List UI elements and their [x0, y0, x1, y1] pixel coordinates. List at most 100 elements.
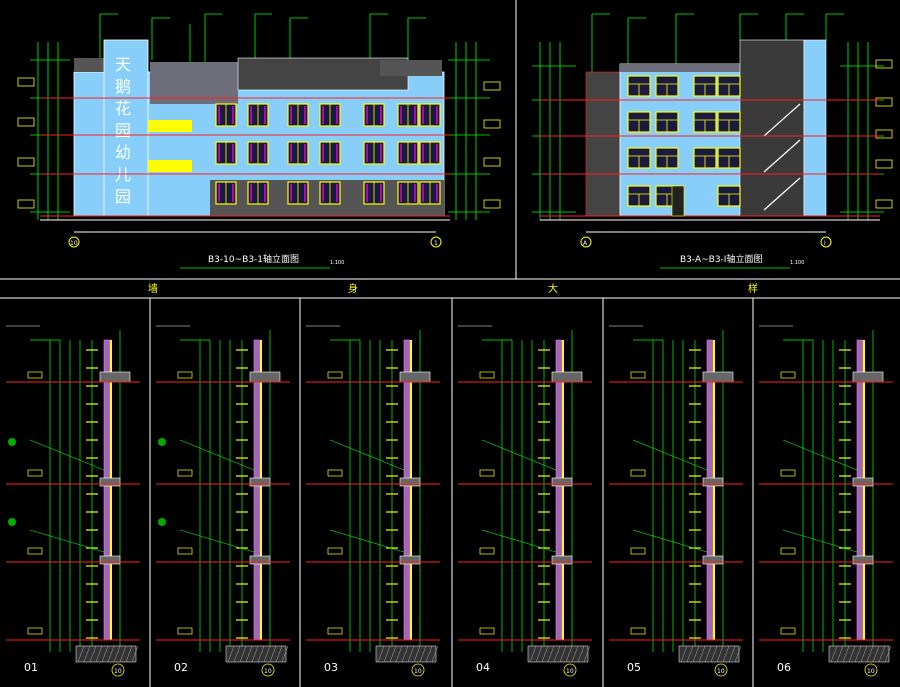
hatch	[395, 645, 403, 663]
hatch	[854, 645, 862, 663]
floor-slab	[852, 555, 874, 565]
title-char-4: 样	[748, 282, 758, 295]
wall-finish	[110, 340, 112, 640]
hatch	[113, 645, 121, 663]
hatch	[119, 645, 127, 663]
hatch	[728, 645, 736, 663]
leader	[29, 439, 105, 471]
elevation-1-sign-tower	[103, 39, 149, 217]
leader	[481, 529, 557, 553]
hatch	[89, 645, 97, 663]
hatch	[101, 645, 109, 663]
floor-slab	[702, 555, 724, 565]
roof-slab	[249, 371, 281, 383]
leader	[632, 529, 708, 553]
level-tag	[479, 547, 495, 555]
elevation-2-axis-right: I	[824, 240, 826, 247]
hatch	[884, 645, 892, 663]
sign-char-3: 花	[115, 99, 131, 118]
hatch	[866, 645, 874, 663]
level-tag	[27, 547, 43, 555]
hatch	[535, 645, 543, 663]
hatch	[419, 645, 427, 663]
hatch	[716, 645, 724, 663]
level-tag	[630, 547, 646, 555]
floor-slab	[551, 477, 573, 487]
hatch	[583, 645, 591, 663]
hatch	[77, 645, 85, 663]
hatch	[257, 645, 265, 663]
wall-detail-title: 墙 身 大 样	[148, 282, 758, 295]
elevation-1-brick-block	[237, 57, 409, 91]
roof-slab	[852, 371, 884, 383]
hatch	[692, 645, 700, 663]
hatch	[571, 645, 579, 663]
elevation-1-floor-lines	[40, 97, 450, 217]
hatch	[704, 645, 712, 663]
level-tag	[177, 627, 193, 635]
elevation-2-left-wing	[585, 71, 621, 217]
hatch	[842, 645, 850, 663]
hatch	[413, 645, 421, 663]
elevation-1-left-dimensions	[30, 42, 70, 220]
hatch	[872, 645, 880, 663]
hatch	[107, 645, 115, 663]
hatch	[431, 645, 439, 663]
wall-finish	[863, 340, 865, 640]
leader	[329, 529, 405, 553]
hatch	[131, 645, 139, 663]
hatch	[722, 645, 730, 663]
foundation	[678, 645, 740, 663]
elevation-1-axis-right: 1	[434, 240, 438, 247]
floor-slab	[399, 477, 421, 487]
axis-marker	[864, 663, 878, 677]
elevation-2-windows	[627, 75, 741, 207]
wall-core	[253, 339, 261, 641]
elevation-1-right-dimensions	[448, 42, 490, 220]
elevation-1-yellow-panel-2	[148, 160, 192, 172]
hatch	[83, 645, 91, 663]
elevation-2-scale: 1:100	[790, 260, 804, 266]
level-tag	[630, 371, 646, 379]
hatch	[425, 645, 433, 663]
elevation-1-sign-text: 天 鹅 花 园 幼 儿 园	[115, 55, 131, 206]
elevation-1-yellow-panel-1	[148, 120, 192, 132]
wall-core	[103, 339, 111, 641]
hatch	[239, 645, 247, 663]
hatch	[281, 645, 289, 663]
foundation	[75, 645, 137, 663]
roof-slab	[99, 371, 131, 383]
level-tag	[327, 371, 343, 379]
hatch	[830, 645, 838, 663]
hatch	[553, 645, 561, 663]
foundation	[375, 645, 437, 663]
hatch	[251, 645, 259, 663]
wall-finish	[562, 340, 564, 640]
hatch	[680, 645, 688, 663]
wall-section-label: 02	[174, 661, 188, 674]
sign-char-1: 天	[115, 55, 131, 74]
floor-slab	[249, 477, 271, 487]
roof-slab	[551, 371, 583, 383]
axis-marker	[111, 663, 125, 677]
hatch	[233, 645, 241, 663]
wall-section-label: 01	[24, 661, 38, 674]
hatch	[227, 645, 235, 663]
elevation-2-left-dimensions	[532, 42, 576, 220]
foundation	[225, 645, 287, 663]
hatch	[559, 645, 567, 663]
section-marker	[158, 438, 166, 446]
hatch	[848, 645, 856, 663]
axis-marker	[411, 663, 425, 677]
elevation-2-door	[671, 185, 685, 217]
level-tag	[479, 371, 495, 379]
wall-section-label: 04	[476, 661, 490, 674]
leader	[179, 439, 255, 471]
hatch	[860, 645, 868, 663]
level-tag	[177, 371, 193, 379]
